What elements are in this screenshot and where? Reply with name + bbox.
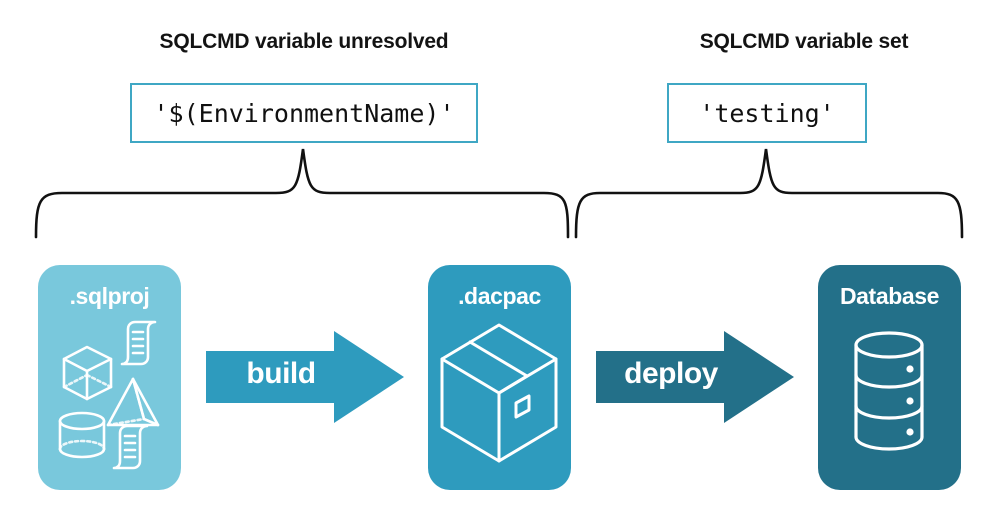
brace-group bbox=[34, 148, 964, 239]
heading-sqlcmd-variable-unresolved: SQLCMD variable unresolved bbox=[159, 30, 449, 53]
database-cylinder-icon bbox=[854, 331, 924, 451]
stage-box-database[interactable]: Database bbox=[818, 265, 961, 490]
arrow-build: build bbox=[206, 331, 404, 423]
arrow-deploy: deploy bbox=[596, 331, 794, 423]
stage-label-sqlproj: .sqlproj bbox=[69, 283, 150, 309]
stage-box-dacpac[interactable]: .dacpac bbox=[428, 265, 571, 490]
code-box-environment-name: '$(EnvironmentName)' bbox=[130, 83, 478, 143]
heading-sqlcmd-variable-set: SQLCMD variable set bbox=[699, 30, 909, 53]
arrow-deploy-icon bbox=[596, 331, 794, 423]
package-box-icon bbox=[440, 323, 558, 463]
sql-objects-icon bbox=[58, 320, 160, 470]
brace-left-icon bbox=[34, 148, 570, 239]
stage-label-dacpac: .dacpac bbox=[458, 283, 541, 309]
arrow-build-icon bbox=[206, 331, 404, 423]
stage-label-database: Database bbox=[839, 283, 940, 309]
brace-right-icon bbox=[574, 148, 964, 239]
stage-box-sqlproj[interactable]: .sqlproj bbox=[38, 265, 181, 490]
code-box-testing: 'testing' bbox=[667, 83, 867, 143]
